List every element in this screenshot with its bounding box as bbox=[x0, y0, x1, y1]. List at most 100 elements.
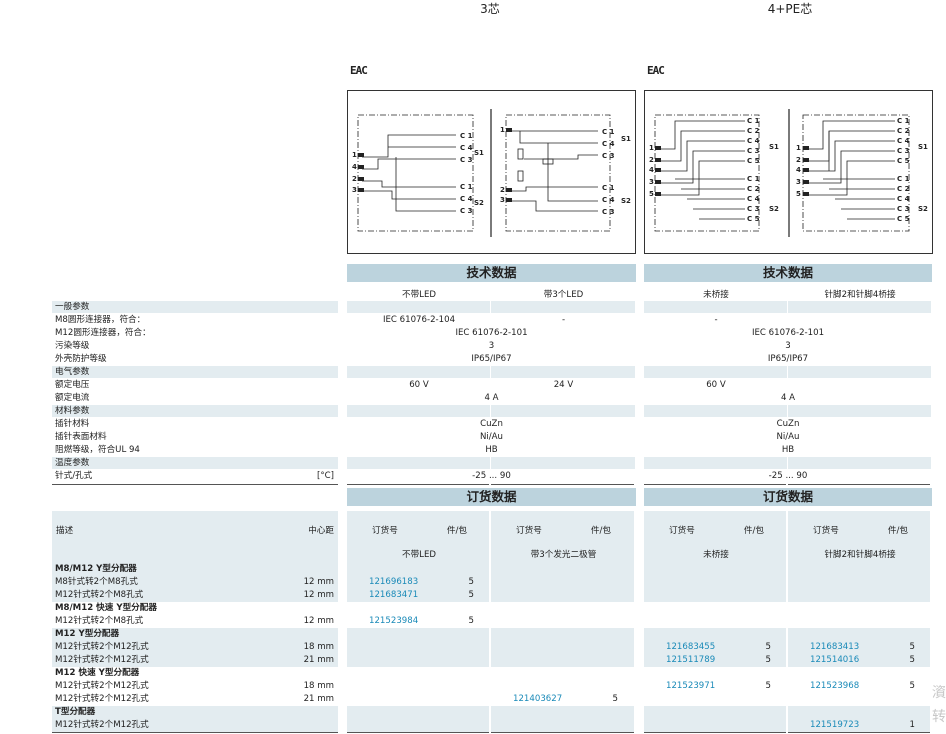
tech-value-right: Ni/Au bbox=[776, 432, 800, 442]
s2-label-left-b: S2 bbox=[621, 197, 631, 205]
order-row-bg bbox=[52, 654, 338, 667]
order-row-pitch: 12 mm bbox=[303, 590, 334, 600]
order-row-bg bbox=[52, 563, 338, 576]
order-cell-bg bbox=[491, 589, 634, 602]
order-cell-bg bbox=[347, 576, 489, 589]
tech-value-right: IEC 61076-2-101 bbox=[751, 328, 825, 338]
order-row-pitch: 12 mm bbox=[303, 616, 334, 626]
tech-data-band-left: 技术数据 bbox=[347, 264, 636, 282]
tech-section-cell bbox=[788, 405, 931, 417]
order-number-link[interactable]: 121523984 bbox=[369, 616, 419, 626]
order-subhead: 带3个发光二极管 bbox=[530, 550, 597, 560]
svg-text:C 3: C 3 bbox=[897, 205, 910, 213]
svg-text:C 1: C 1 bbox=[602, 128, 615, 136]
order-cell-bg bbox=[644, 641, 786, 654]
order-number-link[interactable]: 121519723 bbox=[810, 720, 860, 730]
order-number-link[interactable]: 121523971 bbox=[666, 681, 716, 691]
svg-text:3: 3 bbox=[649, 178, 654, 186]
tech-value-left: HB bbox=[485, 445, 498, 455]
order-cell-bg bbox=[347, 654, 489, 667]
svg-text:C 1: C 1 bbox=[460, 132, 473, 140]
order-pack-qty: 5 bbox=[909, 655, 915, 665]
eac-mark-right: EAC bbox=[647, 64, 665, 77]
order-pack-qty: 5 bbox=[612, 694, 618, 704]
tech-value-left: IEC 61076-2-101 bbox=[455, 328, 528, 338]
s1-label-left-a: S1 bbox=[474, 149, 484, 157]
order-number-link[interactable]: 121683471 bbox=[369, 590, 419, 600]
order-row-bg bbox=[52, 589, 338, 602]
order-cell-bg bbox=[644, 589, 786, 602]
order-row-bg bbox=[52, 628, 338, 641]
order-row-label: M12针式转2个M12孔式 bbox=[55, 720, 149, 730]
tech-value-right: IP65/IP67 bbox=[767, 354, 809, 364]
order-subhead: 不带LED bbox=[401, 550, 437, 560]
tech-table-rule bbox=[52, 484, 338, 485]
order-pack-qty: 5 bbox=[765, 655, 771, 665]
svg-text:4: 4 bbox=[649, 166, 654, 174]
order-pack-qty: 5 bbox=[909, 681, 915, 691]
svg-text:4: 4 bbox=[796, 166, 801, 174]
tech-value: IEC 61076-2-104 bbox=[382, 315, 456, 325]
tech-section-cell bbox=[347, 457, 490, 469]
svg-text:C 5: C 5 bbox=[897, 157, 910, 165]
svg-text:1: 1 bbox=[796, 144, 801, 152]
order-no-head: 订货号 bbox=[372, 526, 398, 536]
order-number-link[interactable]: 121683455 bbox=[666, 642, 716, 652]
svg-text:3: 3 bbox=[796, 178, 801, 186]
tech-row-label: 材料参数 bbox=[55, 406, 90, 416]
order-cell-bg bbox=[491, 719, 634, 732]
tech-row-label: 插针材料 bbox=[55, 419, 90, 429]
svg-text:C 4: C 4 bbox=[747, 195, 760, 203]
tech-section-cell bbox=[491, 366, 635, 378]
svg-text:C 3: C 3 bbox=[602, 208, 615, 216]
order-number-link[interactable]: 121696183 bbox=[369, 577, 419, 587]
svg-text:2: 2 bbox=[500, 186, 505, 194]
tech-table-rule bbox=[788, 484, 930, 485]
svg-text:C 2: C 2 bbox=[897, 185, 910, 193]
order-row-label: M12针式转2个M12孔式 bbox=[55, 694, 149, 704]
svg-text:2: 2 bbox=[649, 156, 654, 164]
tech-table-rule bbox=[491, 484, 634, 485]
svg-text:1: 1 bbox=[500, 126, 505, 134]
order-table-rule bbox=[788, 732, 930, 733]
order-row-pitch: 21 mm bbox=[303, 694, 334, 704]
s1-label-right-b: S1 bbox=[918, 143, 928, 151]
tech-section-cell bbox=[491, 405, 635, 417]
order-pack-qty: 5 bbox=[468, 616, 474, 626]
order-group-label: M12 快速 Y型分配器 bbox=[55, 668, 140, 678]
svg-text:C 4: C 4 bbox=[747, 137, 760, 145]
header-3core: 3芯 bbox=[480, 2, 500, 16]
order-number-link[interactable]: 121523968 bbox=[810, 681, 860, 691]
order-cell-bg bbox=[347, 641, 489, 654]
tech-row-label: 电气参数 bbox=[55, 367, 90, 377]
svg-text:C 2: C 2 bbox=[747, 185, 760, 193]
s2-label-right-b: S2 bbox=[918, 205, 928, 213]
wiring-diagram-3core-svg: C 1C 4C 3 C 1C 4C 3 C 1C 4C 3 C 1C 4C 3 … bbox=[352, 109, 615, 237]
order-row-label: M12针式转2个M12孔式 bbox=[55, 681, 149, 691]
tech-section-bg bbox=[52, 301, 338, 313]
tech-value-right: 4 A bbox=[780, 393, 796, 403]
order-number-link[interactable]: 121403627 bbox=[513, 694, 563, 704]
order-number-link[interactable]: 121683413 bbox=[810, 642, 860, 652]
order-cell-bg bbox=[491, 641, 634, 654]
tech-section-bg bbox=[52, 457, 338, 469]
svg-text:4: 4 bbox=[352, 163, 357, 171]
order-number-link[interactable]: 121514016 bbox=[810, 655, 860, 665]
tech-row-label: 一般参数 bbox=[55, 302, 90, 312]
order-row-label: M12针式转2个M8孔式 bbox=[55, 616, 144, 626]
s1-label-right-a: S1 bbox=[769, 143, 779, 151]
tech-value-left: 3 bbox=[488, 341, 495, 351]
svg-text:C 1: C 1 bbox=[747, 175, 760, 183]
order-cell-bg bbox=[491, 563, 634, 576]
order-cell-bg bbox=[491, 628, 634, 641]
order-number-link[interactable]: 121511789 bbox=[666, 655, 716, 665]
svg-text:C 1: C 1 bbox=[602, 184, 615, 192]
order-pack-qty: 5 bbox=[765, 642, 771, 652]
per-pack-head: 件/包 bbox=[743, 526, 764, 536]
tech-section-cell bbox=[644, 366, 787, 378]
order-cell-bg bbox=[644, 576, 786, 589]
svg-text:C 4: C 4 bbox=[460, 195, 473, 203]
order-cell-bg bbox=[347, 706, 489, 719]
